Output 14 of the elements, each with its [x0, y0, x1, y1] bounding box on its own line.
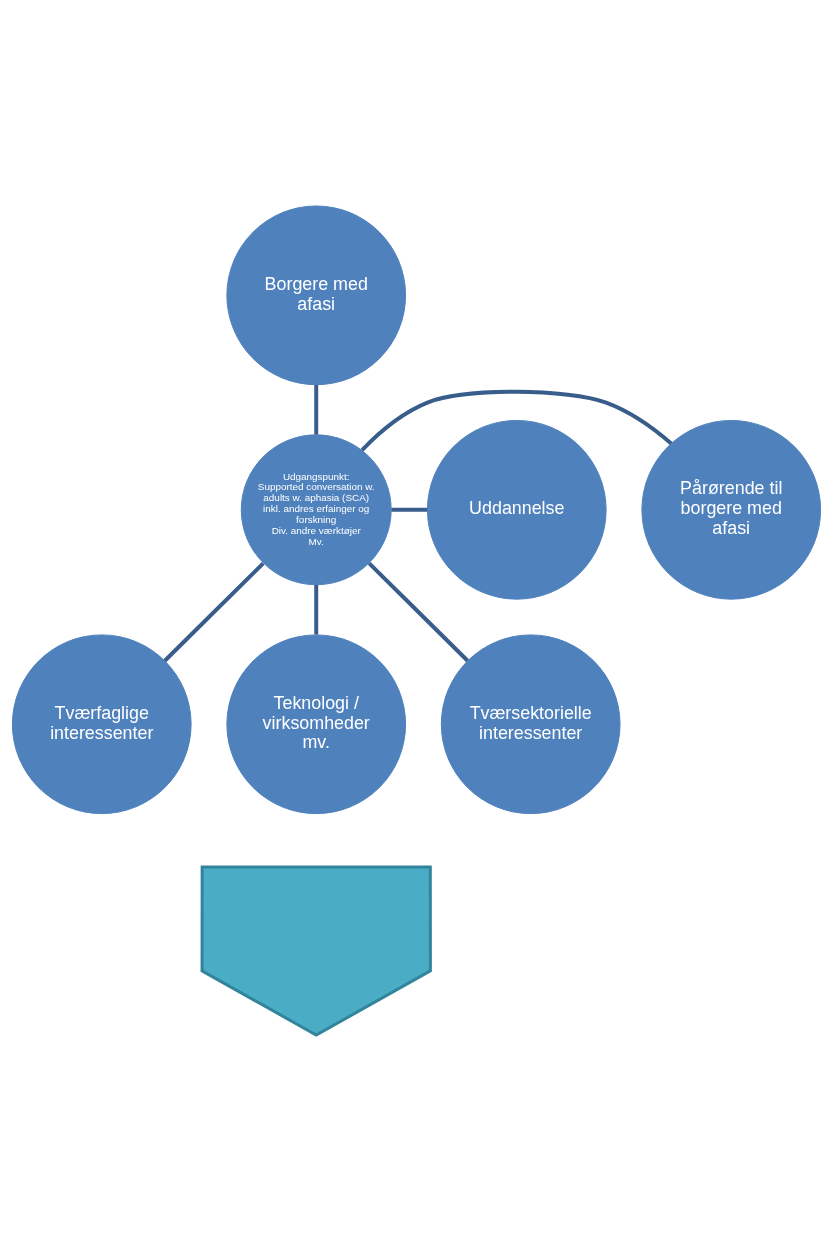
connector [314, 584, 319, 635]
node-circle: Pårørende til borgere med afasi [641, 419, 822, 600]
node-circle: Borgere med afasi [226, 205, 407, 386]
connector [314, 384, 319, 435]
node-circle: Tværsektorielle interessenter [440, 634, 621, 815]
node-arrow [200, 865, 432, 1037]
node-circle: Udgangspunkt: Supported conversation w. adults w. aphasia (SCA) inkl. andres erfainger og forskning Div. andre værktøjer Mv. [240, 434, 392, 586]
connector [367, 561, 469, 663]
connector [391, 507, 428, 512]
connector [163, 561, 265, 663]
node-circle: Tværfaglige interessenter [11, 634, 192, 815]
node-circle: Teknologi / virksomheder mv. [226, 634, 407, 815]
node-circle: Uddannelse [426, 419, 607, 600]
connector [360, 389, 673, 452]
